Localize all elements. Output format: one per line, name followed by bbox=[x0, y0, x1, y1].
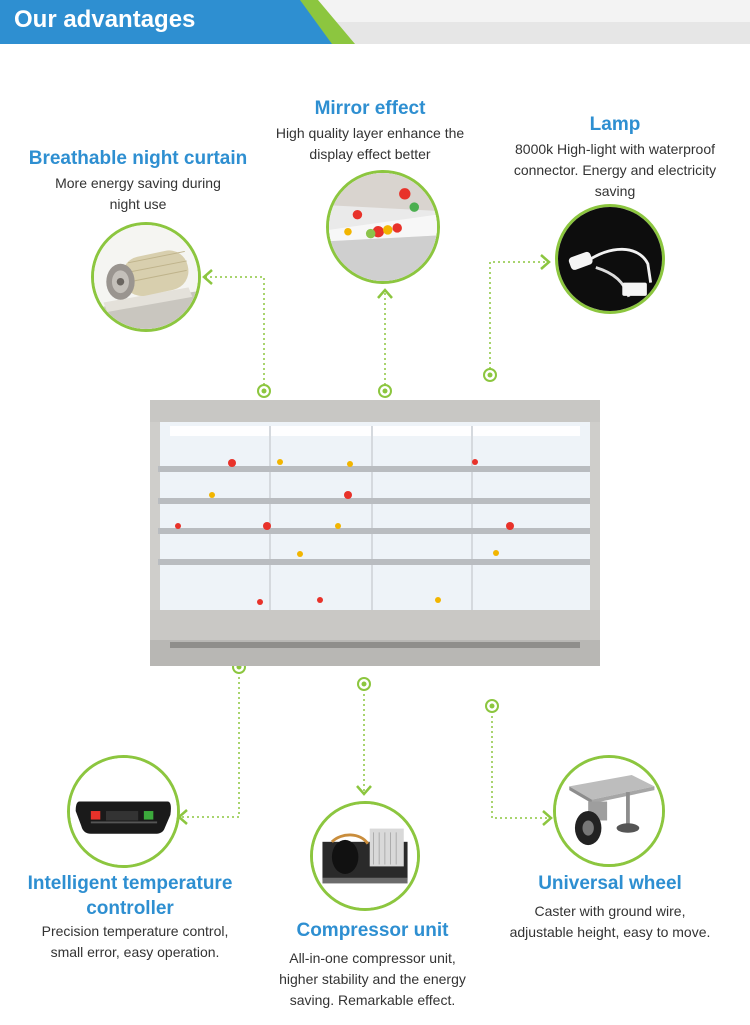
lamp-desc-line2: connector. Energy and electricity bbox=[513, 162, 717, 178]
header-banner bbox=[0, 0, 750, 44]
lamp-title: Lamp bbox=[589, 114, 641, 135]
lamp-desc-line3: saving bbox=[594, 183, 636, 199]
wheel-title: Universal wheel bbox=[538, 873, 682, 894]
compressor-icon bbox=[310, 801, 420, 911]
lamp-desc-line1: 8000k High-light with waterproof bbox=[515, 141, 715, 157]
controller-desc-line2: small error, easy operation. bbox=[50, 944, 220, 960]
roller-curtain-icon bbox=[91, 222, 201, 332]
curtain-desc-line2: night use bbox=[109, 196, 167, 212]
curtain-title: Breathable night curtain bbox=[28, 148, 248, 169]
display-fridge-image bbox=[150, 400, 600, 666]
wheel-desc-line1: Caster with ground wire, bbox=[534, 903, 686, 919]
controller-panel-icon bbox=[67, 755, 180, 868]
compressor-desc-line1: All-in-one compressor unit, bbox=[289, 950, 456, 966]
compressor-title: Compressor unit bbox=[296, 920, 449, 941]
mirror-desc-line2: display effect better bbox=[309, 146, 431, 162]
wheel-desc-line2: adjustable height, easy to move. bbox=[509, 924, 711, 940]
controller-title-line2: controller bbox=[86, 898, 174, 919]
compressor-desc-line3: saving. Remarkable effect. bbox=[289, 992, 456, 1008]
controller-title-line1: Intelligent temperature bbox=[27, 873, 233, 894]
compressor-desc-line2: higher stability and the energy bbox=[279, 971, 466, 987]
controller-desc-line1: Precision temperature control, bbox=[41, 923, 229, 939]
led-connector-icon bbox=[555, 204, 665, 314]
page-title: Our advantages bbox=[14, 6, 196, 33]
mirror-desc-line1: High quality layer enhance the bbox=[275, 125, 465, 141]
curtain-desc-line1: More energy saving during bbox=[55, 175, 221, 191]
mirror-title: Mirror effect bbox=[314, 98, 426, 119]
mirror-shelf-icon bbox=[326, 170, 440, 284]
caster-wheel-icon bbox=[553, 755, 665, 867]
